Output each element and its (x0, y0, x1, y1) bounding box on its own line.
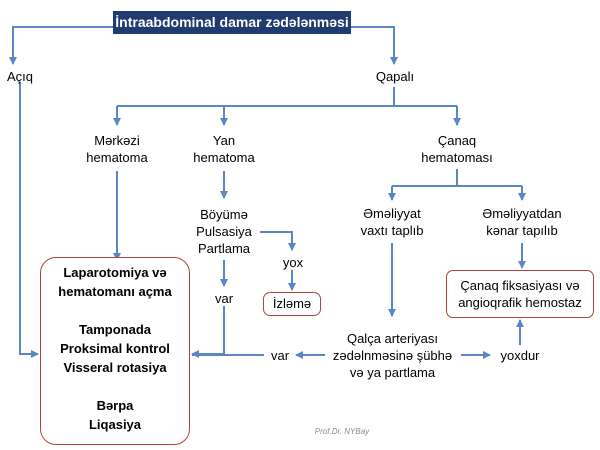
arrow-yes-to-main-box (191, 306, 225, 358)
intraop-found-label: Əməliyyat vaxtı taplıb (360, 206, 424, 238)
arrow-criteria-to-no (260, 231, 296, 251)
main-box-line: Proksimal kontrol (60, 341, 170, 356)
main-box-line: Bərpa (96, 398, 134, 413)
criteria-no-label: yox (282, 255, 304, 270)
central-hematoma-label: Mərkəzi hematoma (86, 133, 148, 165)
main-box-line: Liqasiya (88, 417, 142, 432)
criteria-yes-label: var (214, 291, 234, 306)
connector-closed-bus (117, 87, 457, 107)
arrow-open-to-main-box (19, 82, 39, 358)
observation-box: İzləmə (263, 292, 321, 316)
main-box-line: hematomanı açma (58, 284, 172, 299)
pelvic-fixation-box: Çanaq fiksasiyası və angioqrafik hemosta… (446, 270, 594, 318)
lateral-hematoma-label: Yan hematoma (193, 133, 255, 165)
extraop-found-label: Əməliyyatdan kənar tapılıb (482, 206, 562, 238)
main-box-line: Laparotomiya və (63, 265, 167, 280)
iliac-artery-question: Qalça arteriyası zədəlnməsinə şübhə və y… (332, 331, 453, 380)
iliac-no-label: yoxdur (500, 348, 540, 363)
iliac-yes-label: var (270, 348, 290, 363)
author-credit: Prof.Dr. NYBay (314, 427, 370, 436)
main-box-line: Tamponada (79, 322, 151, 337)
diagram-title: İntraabdominal damar zədələnməsi (113, 11, 351, 34)
lateral-criteria-label: Böyümə Pulsasiya Partlama (196, 207, 252, 256)
arrow-title-to-closed (351, 26, 398, 65)
pelvic-hematoma-label: Çanaq hematoması (421, 133, 493, 165)
surgical-management-box: Laparotomiya və hematomanı açma Tamponad… (40, 257, 190, 445)
arrow-title-to-open (9, 26, 113, 65)
main-box-line: Visseral rotasiya (63, 360, 167, 375)
closed-injury-label: Qapalı (375, 69, 415, 84)
connector-pelvic-bus (392, 169, 522, 187)
open-injury-label: Açıq (6, 69, 33, 84)
